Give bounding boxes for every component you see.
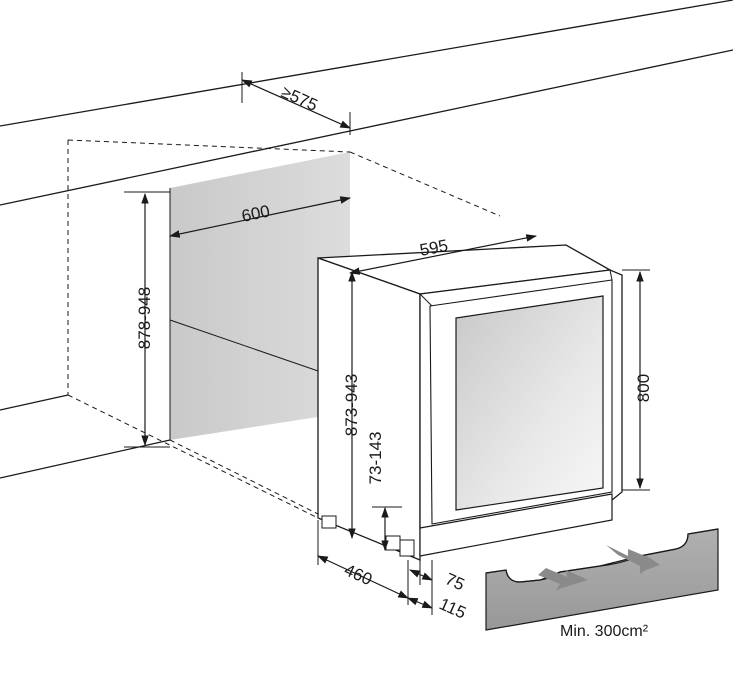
cabinet-side <box>317 257 421 561</box>
unit-height-label: 873-943 <box>342 374 361 436</box>
dimension-lines <box>124 72 650 615</box>
ventilation-note: Min. 300cm² <box>560 623 649 640</box>
door-glass <box>455 295 604 511</box>
unit-depth-label: 460 <box>341 560 375 589</box>
depth-min-label: ≥575 <box>278 82 320 115</box>
grille-top <box>485 528 719 583</box>
foot-left <box>321 515 337 529</box>
feet-adjust-label: 73-143 <box>366 432 385 485</box>
airflow-out-arrow <box>606 545 660 574</box>
niche-height-label: 878-948 <box>135 287 154 349</box>
grille-face <box>485 528 719 631</box>
foot-mid <box>385 535 401 551</box>
door-height-label: 800 <box>634 374 653 402</box>
wine-cooler-unit <box>317 244 623 561</box>
airflow-in-arrow <box>538 568 588 590</box>
door-offset-label: 75 <box>442 569 467 594</box>
ventilation-grille <box>485 528 719 631</box>
foot-front <box>399 539 415 557</box>
plinth-offset-label: 115 <box>436 594 468 622</box>
worktop-outline <box>0 0 733 479</box>
unit-base <box>419 493 613 557</box>
